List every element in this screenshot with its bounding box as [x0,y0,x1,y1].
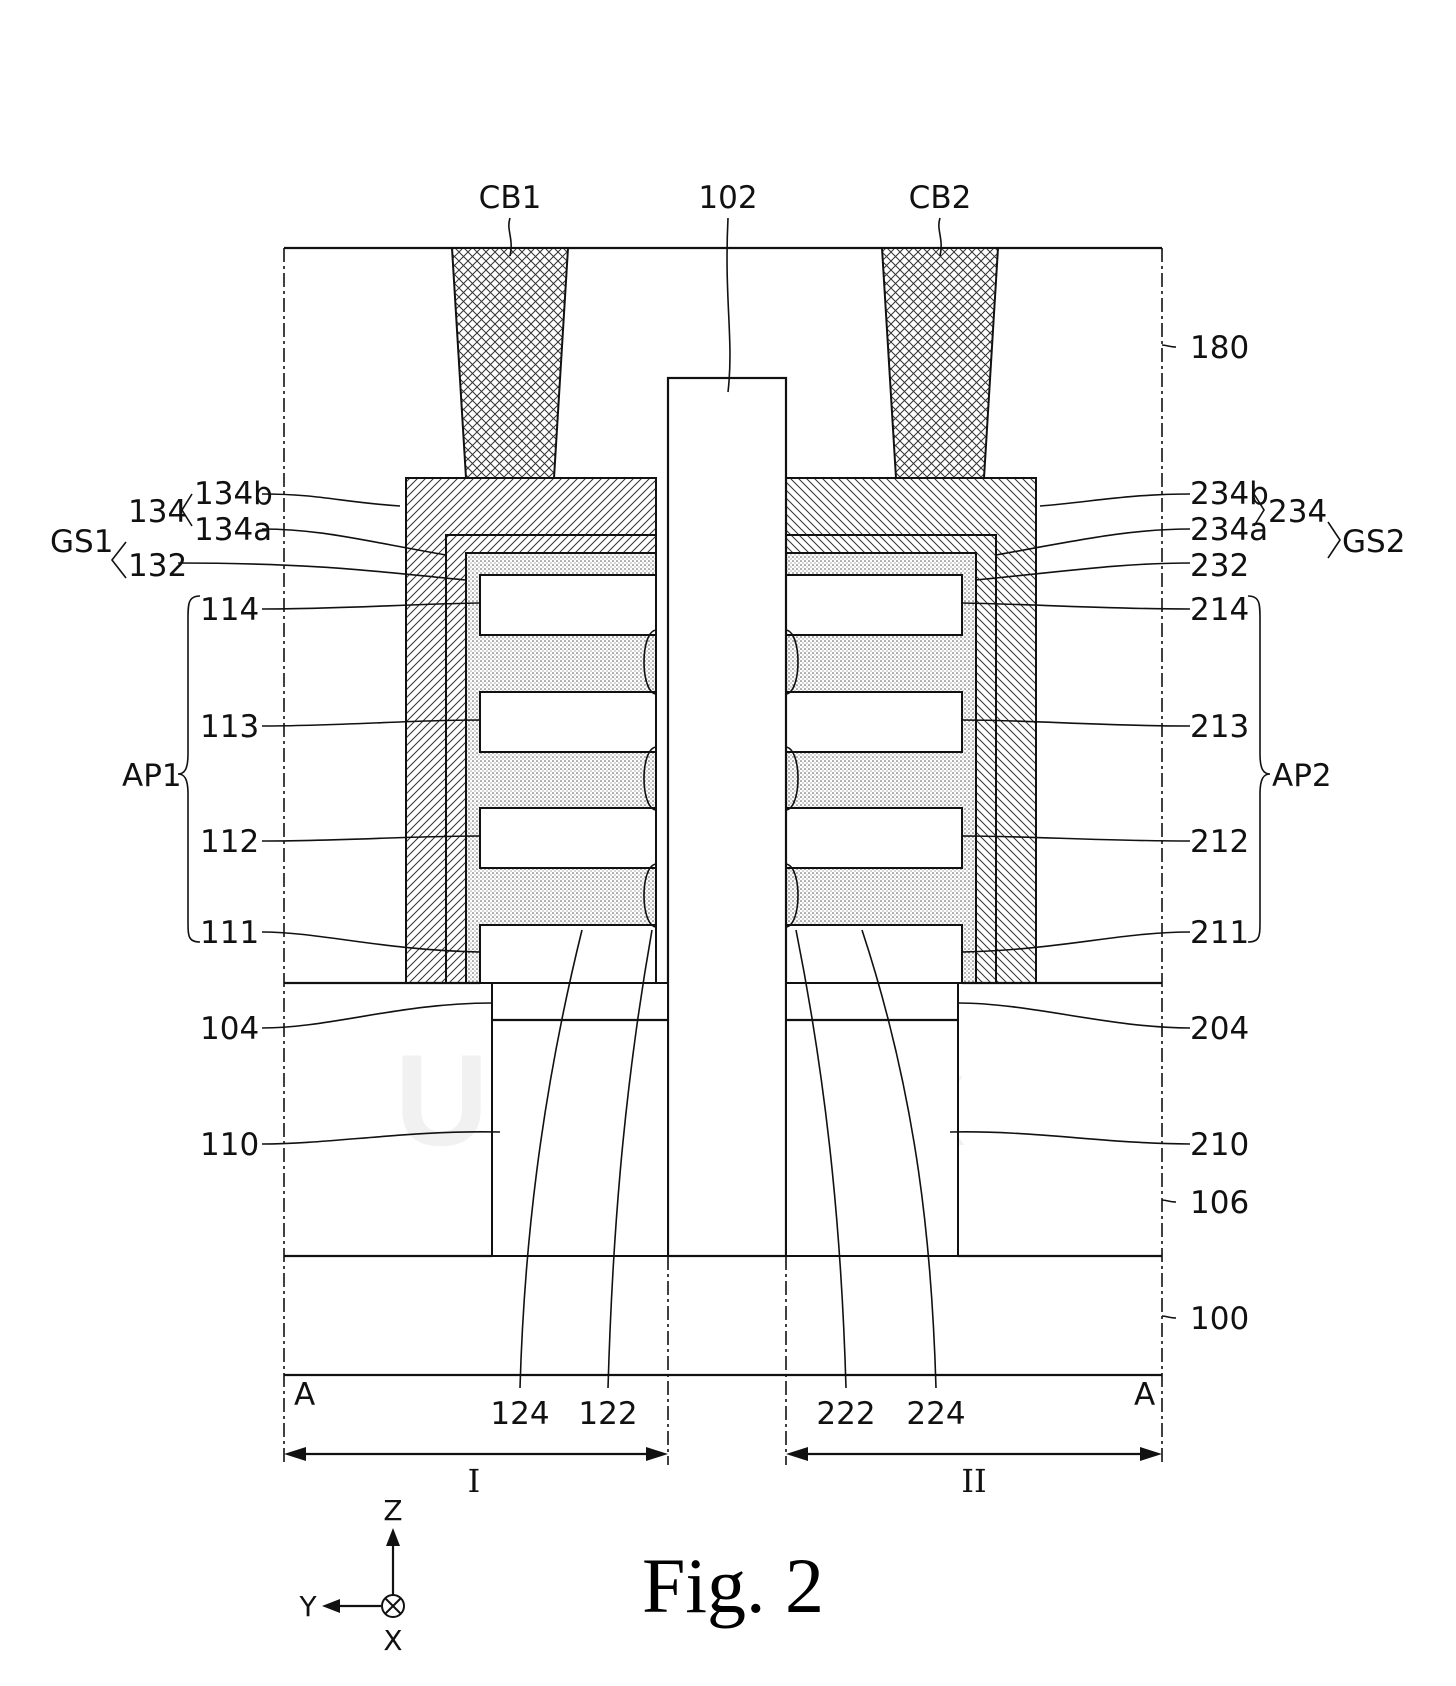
fin-110 [491,982,669,1257]
label-134b: 134b [194,476,273,512]
inner-spacer-222-c [785,863,799,928]
label-104: 104 [200,1011,259,1047]
label-gs2: GS2 [1342,524,1405,560]
region-i-arrow [284,1447,668,1461]
axis-x-label: X [383,1624,402,1657]
label-a-left: A [294,1377,315,1413]
label-212: 212 [1190,824,1249,860]
channel-212 [785,807,963,869]
label-132: 132 [128,548,187,584]
isolation-wall-102 [666,376,788,1258]
label-134a: 134a [194,512,272,548]
label-ap2: AP2 [1272,758,1332,794]
axis-z-label: Z [383,1494,402,1527]
label-211: 211 [1190,915,1249,951]
label-214: 214 [1190,592,1249,628]
channel-213 [785,691,963,753]
region-ii-arrow [786,1447,1162,1461]
label-region-i: I [468,1462,481,1500]
y-arrow-head [322,1599,340,1613]
label-gs1: GS1 [50,524,113,560]
active-pattern-ap2 [785,574,963,984]
label-222: 222 [816,1396,875,1432]
label-cb1: CB1 [479,180,542,216]
label-114: 114 [200,592,259,628]
label-110: 110 [200,1127,259,1163]
label-region-ii: II [961,1462,986,1500]
active-pattern-ap1 [479,574,657,984]
leader-lines-left [177,493,653,1389]
leader-lines-top [508,217,942,393]
contact-cb2 [880,247,1000,479]
z-arrow-head [386,1528,400,1546]
label-234a: 234a [1190,512,1268,548]
brace-ap2 [1247,595,1271,943]
label-232: 232 [1190,548,1249,584]
label-113: 113 [200,709,259,745]
label-102: 102 [698,180,757,216]
label-134: 134 [128,494,187,530]
contact-cb1 [450,247,570,479]
label-180: 180 [1190,330,1249,366]
axis-y-label: Y [298,1590,317,1623]
label-122: 122 [578,1396,637,1432]
bracket-gs2 [1327,521,1341,559]
bracket-234 [1253,493,1265,527]
label-100: 100 [1190,1301,1249,1337]
label-124: 124 [490,1396,549,1432]
label-112: 112 [200,824,259,860]
bracket-134 [181,493,193,527]
channel-113 [479,691,657,753]
label-210: 210 [1190,1127,1249,1163]
label-234: 234 [1268,494,1327,530]
label-a-right: A [1134,1377,1155,1413]
label-234b: 234b [1190,476,1269,512]
label-106: 106 [1190,1185,1249,1221]
inner-spacer-222-b [785,746,799,811]
label-ap1: AP1 [122,758,182,794]
label-cb2: CB2 [909,180,972,216]
label-224: 224 [906,1396,965,1432]
inner-spacer-222-a [785,629,799,695]
fin-210 [785,982,959,1257]
inner-spacer-122-b [643,746,657,811]
label-111: 111 [200,915,259,951]
axis-indicator: Z Y X [298,1494,405,1657]
inner-spacer-122-c [643,863,657,928]
channel-211 [785,924,963,984]
label-213: 213 [1190,709,1249,745]
channel-111 [479,924,657,984]
channel-214 [785,574,963,636]
bracket-gs1 [110,541,127,579]
channel-112 [479,807,657,869]
brace-ap1 [177,595,201,943]
label-204: 204 [1190,1011,1249,1047]
channel-114 [479,574,657,636]
leader-lines-right [795,344,1191,1389]
inner-spacer-122-a [643,629,657,695]
figure-caption: Fig. 2 [642,1542,824,1629]
